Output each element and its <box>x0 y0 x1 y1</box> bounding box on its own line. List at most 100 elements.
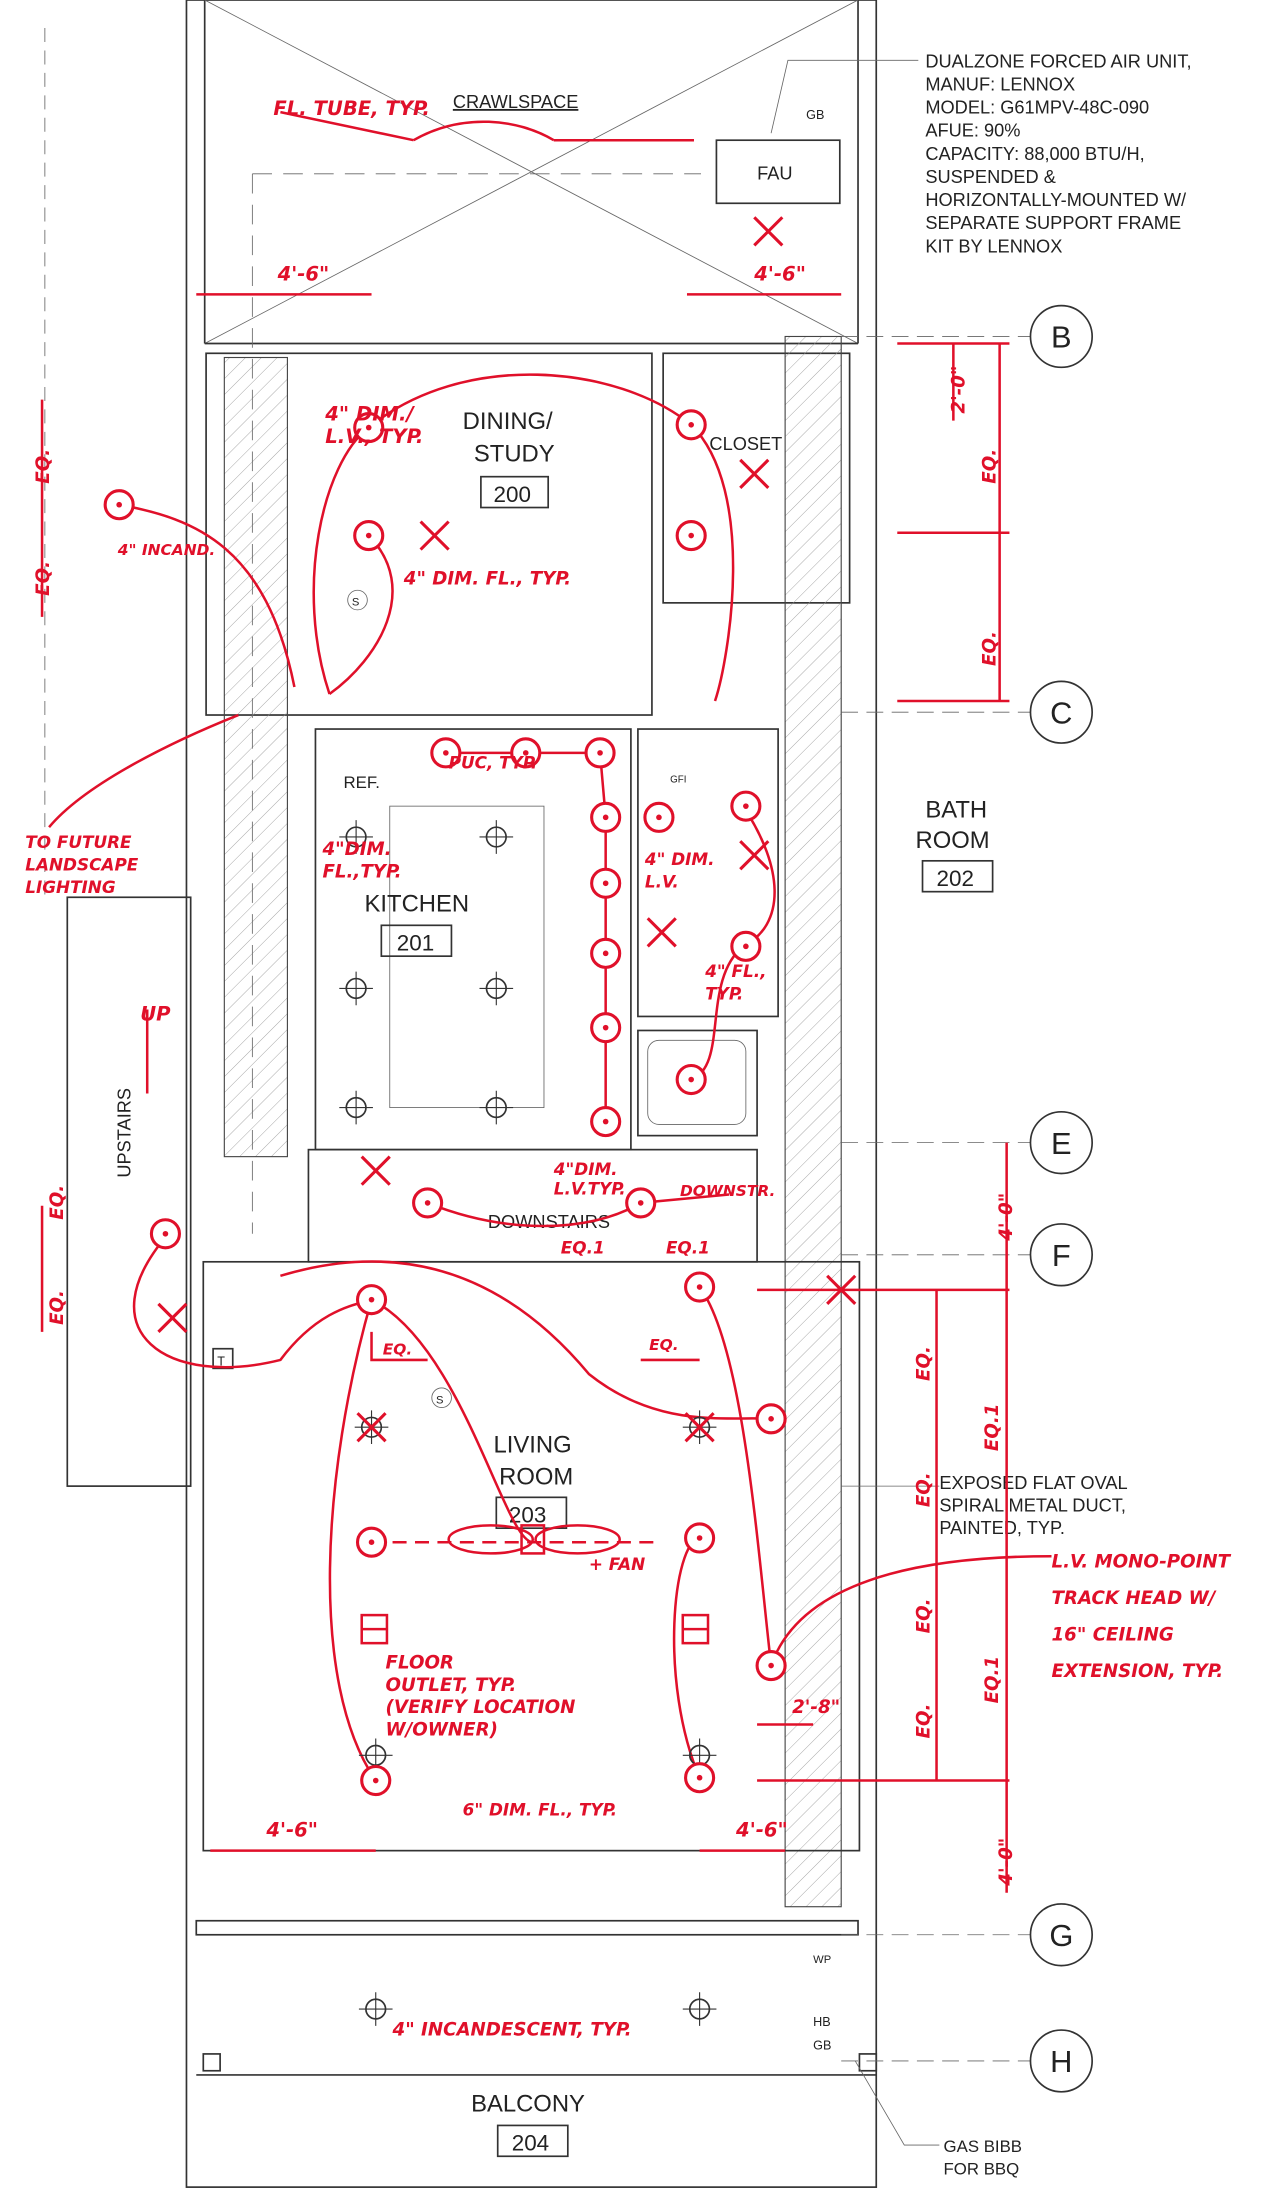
room-200: DINING/ STUDY 200 <box>463 408 555 509</box>
duct-note-line: PAINTED, TYP. <box>939 1518 1065 1538</box>
fau-note-line: AFUE: 90% <box>925 121 1020 141</box>
fau-note-line: SEPARATE SUPPORT FRAME <box>925 213 1181 233</box>
dimension-label: EQ. <box>979 449 1000 484</box>
floor-outlet-icon <box>681 1613 710 1645</box>
remove-fixture-icon <box>739 458 770 489</box>
downlight-icon <box>590 801 622 833</box>
downlight-icon <box>355 1526 388 1558</box>
downlight-icon <box>590 867 622 899</box>
gas-note-line: FOR BBQ <box>944 2160 1020 2179</box>
wp-label: WP <box>813 1954 831 1966</box>
downlight-icon <box>675 409 707 441</box>
svg-text:202: 202 <box>937 866 974 891</box>
downstairs-label: DOWNSTAIRS <box>488 1212 610 1232</box>
redline-note: (VERIFY LOCATION <box>386 1697 576 1718</box>
fau-note-line: MODEL: G61MPV-48C-090 <box>925 98 1149 118</box>
redline-note: 4'-6" <box>265 1819 318 1842</box>
downlight-icon <box>675 1063 707 1096</box>
dimension-label: EQ. <box>47 1290 68 1325</box>
duct-note-line: SPIRAL METAL DUCT, <box>939 1495 1126 1515</box>
redline-note: TO FUTURE <box>25 832 132 852</box>
redline-note: 4"DIM. <box>553 1159 618 1179</box>
duct-note-line: EXPOSED FLAT OVAL <box>939 1473 1127 1493</box>
dimension-label: EQ. <box>47 1185 68 1220</box>
downlight-icon <box>684 1522 716 1554</box>
downlight-icon <box>590 1106 622 1138</box>
svg-text:LIVING: LIVING <box>494 1431 572 1458</box>
walls <box>44 0 878 2188</box>
fau-note-line: HORIZONTALLY-MOUNTED W/ <box>925 190 1187 210</box>
redline-note: OUTLET, TYP. <box>386 1675 517 1696</box>
downlight-icon <box>355 1284 388 1316</box>
crawlspace-label: CRAWLSPACE <box>453 92 579 112</box>
downlight-icon <box>584 737 616 769</box>
light-fixtures <box>103 216 857 2026</box>
remove-fixture-icon <box>646 917 677 948</box>
ceiling-fan-icon <box>447 1524 621 1555</box>
redline-note: DOWNSTR. <box>680 1182 775 1200</box>
smoke-detector-label: S <box>436 1394 443 1406</box>
remove-fixture-icon <box>419 520 450 551</box>
redline-note: PUC, TYP. <box>449 752 538 772</box>
grid-label: F <box>1052 1238 1071 1273</box>
grid-label: E <box>1051 1126 1072 1161</box>
gb-label-2: GB <box>813 2039 831 2053</box>
redline-note: 4" DIM. <box>644 849 715 869</box>
downlight-icon <box>643 801 675 833</box>
redline-note: FL.,TYP. <box>322 862 401 883</box>
recessed-light-icon <box>479 820 514 854</box>
fau-note-line: KIT BY LENNOX <box>925 236 1062 256</box>
dimension-label: EQ. <box>914 1598 935 1633</box>
svg-text:ROOM: ROOM <box>499 1464 573 1491</box>
gfi-label: GFI <box>670 774 686 785</box>
grid-label: H <box>1050 2044 1072 2079</box>
dimension-label: EQ. <box>914 1472 935 1507</box>
svg-text:BALCONY: BALCONY <box>471 2090 585 2117</box>
grid-label: G <box>1049 1918 1073 1953</box>
downlight-icon <box>353 412 385 444</box>
remove-fixture-icon <box>739 840 770 871</box>
dimension-label: 4'-0" <box>996 1193 1017 1242</box>
redline-note: 16" CEILING <box>1052 1624 1174 1645</box>
redline-note: L.V., TYP. <box>325 425 423 448</box>
redline-note: W/OWNER) <box>386 1720 498 1741</box>
redline-note: EQ. <box>649 1336 678 1354</box>
grid-label: C <box>1050 695 1072 730</box>
redline-note: L.V.TYP. <box>554 1179 626 1199</box>
redline-note: TYP. <box>705 984 743 1004</box>
redline-note: UP <box>140 1003 171 1026</box>
downlight-icon <box>730 930 762 962</box>
gas-bibb-note: GAS BIBB FOR BBQ <box>944 2137 1023 2178</box>
recessed-light-icon <box>479 1090 514 1125</box>
downlight-icon <box>353 520 385 552</box>
dimension-label: EQ.1 <box>982 1656 1003 1704</box>
thermostat-label: T <box>217 1355 225 1369</box>
downlight-icon <box>755 1403 787 1435</box>
recessed-light-icon <box>339 971 373 1006</box>
downlight-icon <box>412 1187 444 1219</box>
recessed-light-icon <box>479 971 514 1006</box>
gas-note-line: GAS BIBB <box>944 2137 1023 2156</box>
fau-note-line: CAPACITY: 88,000 BTU/H, <box>925 144 1144 164</box>
svg-text:DINING/: DINING/ <box>463 408 553 435</box>
redline-note: L.V. MONO-POINT <box>1052 1551 1232 1572</box>
wiring-runs <box>40 110 1052 1893</box>
redline-note: 4" INCANDESCENT, TYP. <box>392 2020 632 2041</box>
grid-bubble <box>1029 2029 1093 2093</box>
redline-note: EQ.1 <box>561 1237 605 1257</box>
grid-bubble <box>1029 680 1093 744</box>
room-204: BALCONY 204 <box>471 2090 585 2158</box>
downlight-icon <box>103 489 135 521</box>
room-202: BATH ROOM 202 <box>916 796 994 893</box>
remove-fixture-icon <box>826 1274 857 1305</box>
redline-note: EQ.1 <box>666 1237 710 1257</box>
dimension-label: EQ. <box>914 1346 935 1381</box>
remove-fixture-icon <box>753 216 784 247</box>
downlight-icon <box>684 1271 716 1303</box>
redline-note: 4" INCAND. <box>117 541 216 559</box>
dimension-label: EQ. <box>914 1704 935 1739</box>
hb-label: HB <box>813 2015 831 2029</box>
